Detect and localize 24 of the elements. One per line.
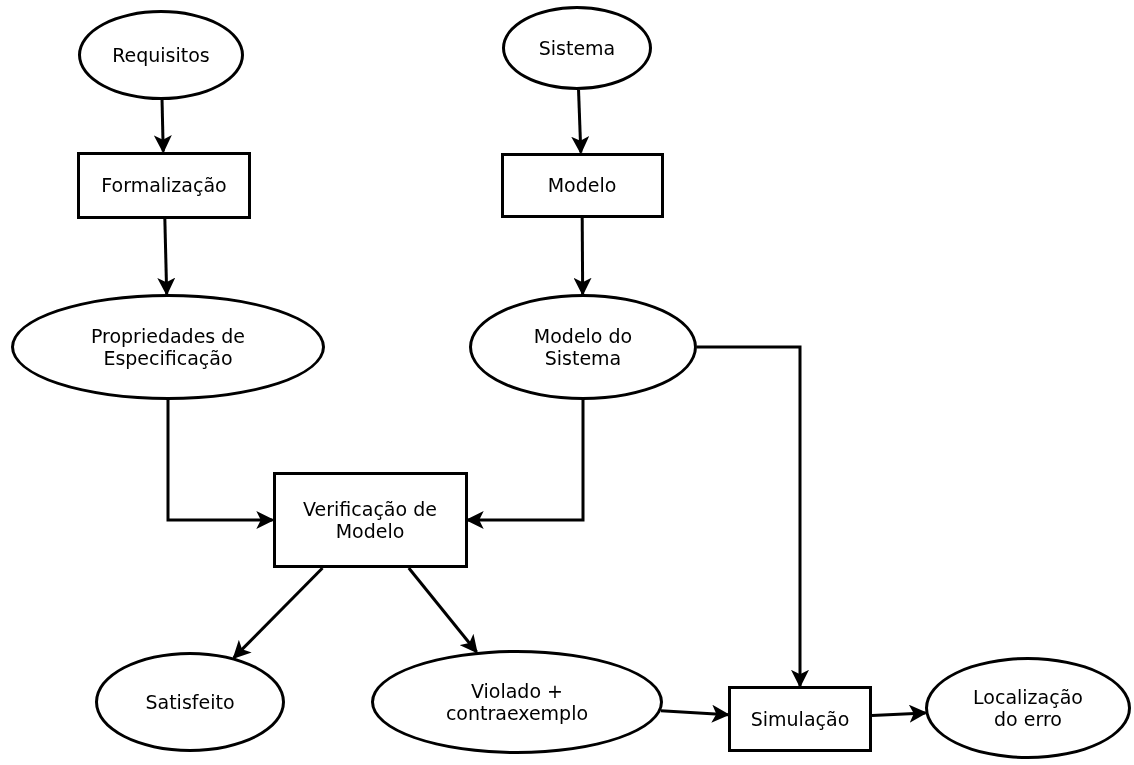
arrow bbox=[573, 217, 592, 296]
node-label: Requisitos bbox=[112, 44, 210, 66]
arrow bbox=[697, 345, 809, 688]
arrow bbox=[157, 218, 176, 296]
process-box bbox=[77, 151, 251, 219]
node-label: Localização do erro bbox=[972, 686, 1084, 730]
arrow bbox=[660, 704, 730, 723]
node-label: Formalização bbox=[101, 174, 227, 196]
node-label: Satisfeito bbox=[145, 691, 235, 713]
node-label: Modelo bbox=[547, 174, 617, 196]
node-label: Propriedades de Especificação bbox=[89, 325, 247, 369]
node-label: Verificação de Modelo bbox=[302, 498, 438, 542]
node-label: Violado + contraexemplo bbox=[444, 680, 590, 724]
arrow bbox=[571, 89, 590, 155]
node-label: Simulação bbox=[750, 708, 850, 730]
node-label: Modelo do Sistema bbox=[532, 325, 634, 369]
process-box bbox=[500, 152, 664, 218]
arrow bbox=[153, 99, 172, 154]
arrow bbox=[166, 400, 275, 529]
process-box bbox=[272, 472, 468, 568]
arrow bbox=[232, 566, 324, 659]
process-box bbox=[728, 686, 872, 752]
arrow bbox=[871, 704, 928, 723]
node-label: Sistema bbox=[538, 37, 616, 59]
